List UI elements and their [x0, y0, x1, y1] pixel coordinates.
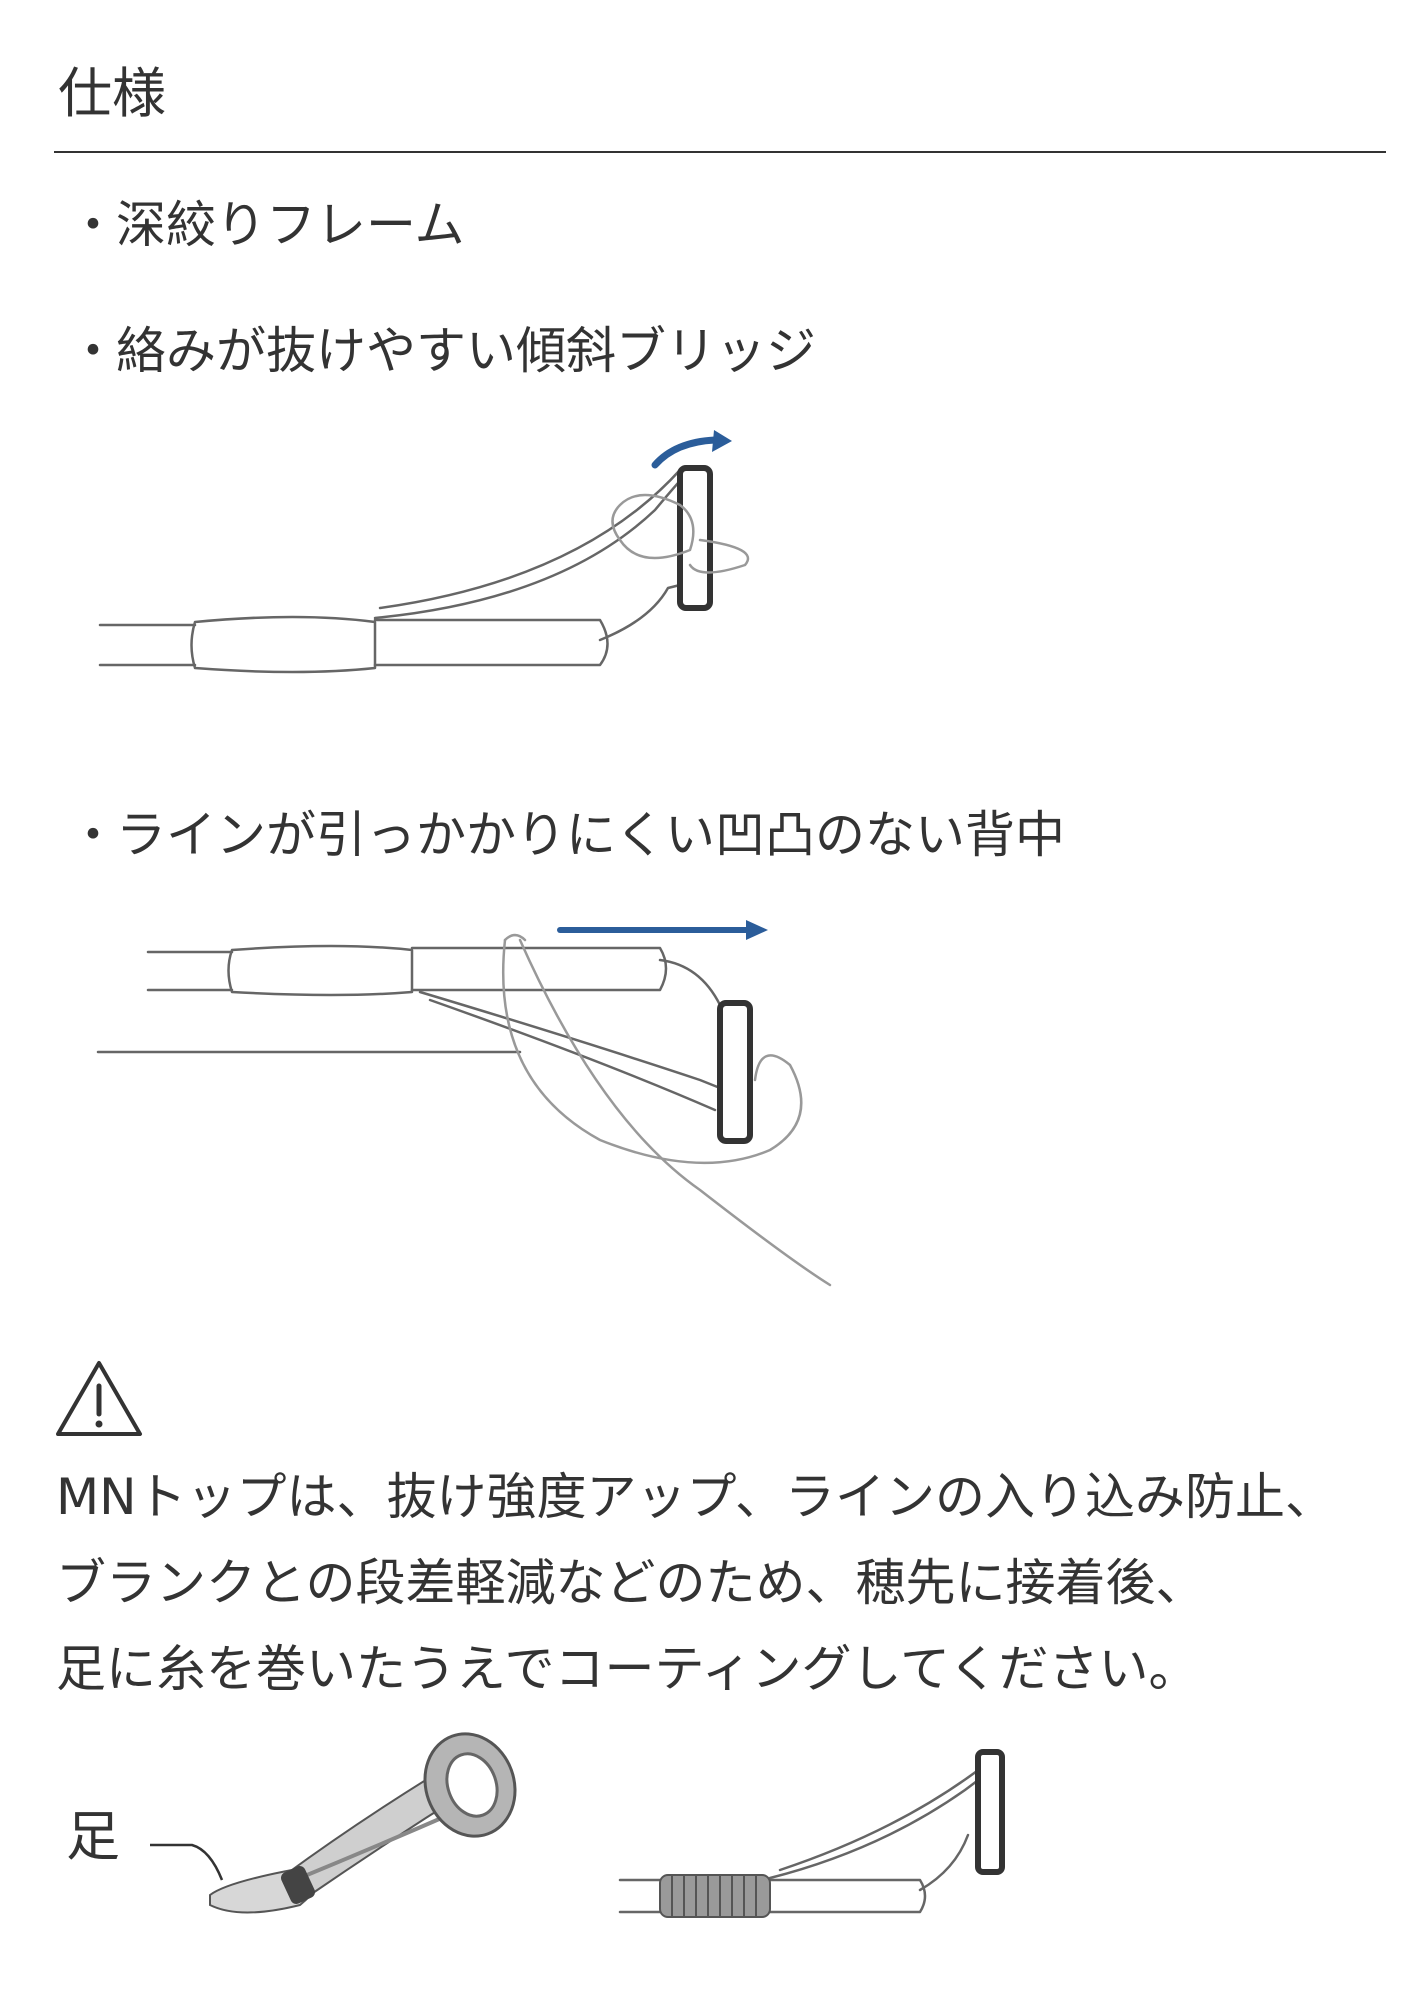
warning-line-1: MNトップは、抜け強度アップ、ラインの入り込み防止、 [56, 1468, 1336, 1526]
spec-item-inclined-bridge: ・絡みが抜けやすい傾斜ブリッジ [68, 322, 816, 380]
spec-item-smooth-back: ・ラインが引っかかりにくい凹凸のない背中 [68, 806, 1065, 864]
warning-line-2: ブランクとの段差軽減などのため、穂先に接着後、 [56, 1554, 1206, 1612]
page-title: 仕様 [58, 62, 166, 125]
foot-label: 足 [66, 1805, 120, 1868]
warning-triangle-icon [56, 1361, 142, 1436]
title-divider [54, 151, 1386, 153]
warning-line-3: 足に糸を巻いたうえでコーティングしてください。 [56, 1640, 1199, 1698]
spec-item-deep-drawn-frame: ・深絞りフレーム [68, 196, 465, 254]
